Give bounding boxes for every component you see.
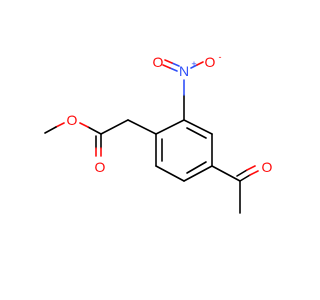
bond-n-o-single-blue <box>190 64 198 69</box>
bond-ketone-o-b-black <box>236 169 248 177</box>
bond-n-o-double-b-red <box>162 64 171 69</box>
atom-n-nitro: N <box>179 63 189 79</box>
bond-n-o-double-b-blue <box>169 67 178 72</box>
bond-ring-ch2 <box>127 119 157 135</box>
atom-o-ketone: O <box>262 159 273 175</box>
bond-ch2-carbonyl <box>100 119 129 135</box>
bond-carbonyl-oester-black <box>87 126 102 135</box>
benzene-ring <box>155 119 213 182</box>
ester-side-chain <box>44 119 157 157</box>
bond-ring-c1-c2 <box>155 119 185 135</box>
atom-o-ester-single: O <box>67 112 78 128</box>
acetyl-group <box>211 165 259 214</box>
bond-ring-inner-2 <box>186 161 207 174</box>
bond-ketone-o-b-red <box>246 165 256 171</box>
bond-ring-c5-c6 <box>155 165 185 182</box>
bond-ketone-o-a-red <box>249 170 259 176</box>
atom-o-nitro-double: O <box>153 54 164 70</box>
bond-n-o-double-a-red <box>164 59 173 64</box>
bond-ring-inner-1 <box>186 127 207 139</box>
bond-oester-methyl-black <box>44 126 57 134</box>
charge-o-minus: - <box>219 52 222 62</box>
atom-o-ester-double: O <box>95 159 106 175</box>
bond-oester-methyl-red <box>55 122 65 128</box>
bond-n-o-single-red <box>196 61 204 66</box>
bond-ketone-o-a-black <box>239 174 251 182</box>
atom-o-nitro-single: O <box>205 54 216 70</box>
nitro-group <box>162 59 204 121</box>
charge-n-plus: + <box>191 59 196 69</box>
bond-carbonyl-oester-red <box>79 122 89 128</box>
background <box>0 0 300 300</box>
bond-ring-c4-c5 <box>183 165 213 182</box>
bond-n-o-double-a-blue <box>171 62 180 67</box>
bond-ring-ketone-c <box>211 165 241 182</box>
structure-canvas: O O N + O O - O <box>0 0 300 300</box>
bond-ring-c2-c3 <box>183 119 213 135</box>
